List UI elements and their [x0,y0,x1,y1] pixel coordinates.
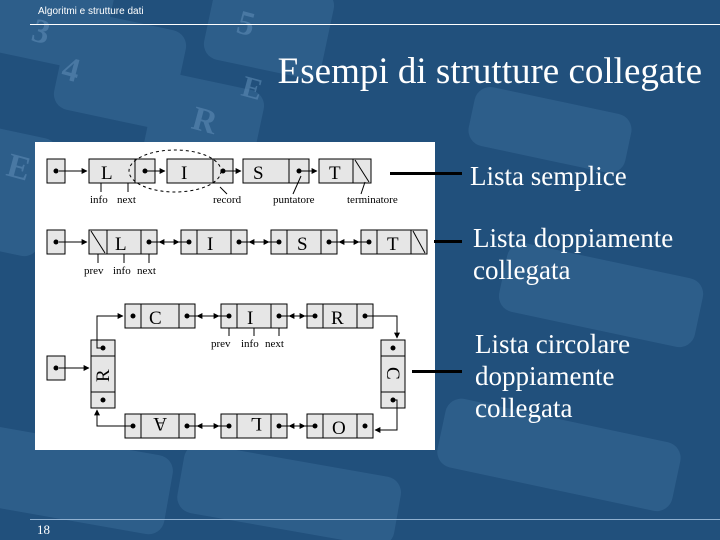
slide-title: Esempi di strutture collegate [277,51,702,92]
circular-node-letter: L [250,413,262,434]
circular-node: C [380,339,406,409]
circular-node: C [124,303,196,329]
doubly-node: I [180,229,248,255]
circular-node-letter: R [331,308,344,329]
label-circular-list: Lista circolare doppiamente collegata [475,328,630,424]
doubly-node-letter: L [115,234,127,255]
doubly-node: T [360,229,428,255]
label-line: Lista doppiamente [473,223,674,253]
doubly-node-letter: S [297,234,308,255]
label-line: Lista circolare [475,329,631,359]
linked-structures-diagram: L I S [35,142,435,450]
course-subject: Algoritmi e strutture dati [38,6,144,17]
label-line: doppiamente [475,361,615,391]
connector-simple [390,172,462,175]
circular-node: O [306,413,374,439]
circular-node: L [220,413,288,439]
page-number: 18 [37,522,50,537]
circular-node-letter: A [153,413,167,434]
diagram-canvas: L I S [46,149,428,439]
simple-node: I [166,158,234,184]
circular-node-letter: I [247,308,253,329]
caption-info: info [241,338,259,350]
caption-terminator: terminatore [347,194,398,206]
circular-node-letter: R [93,369,114,382]
label-line: collegata [475,393,573,423]
caption-info: info [90,194,108,206]
connector-doubly [434,240,462,243]
doubly-list: L I S [46,229,428,277]
circular-node: I [220,303,288,329]
connector-circular [412,370,462,373]
caption-record: record [213,194,242,206]
caption-prev: prev [84,265,104,277]
caption-next: next [137,265,156,277]
simple-node-letter: L [101,163,113,184]
simple-node: S [242,158,310,184]
circular-node-letter: C [382,367,403,380]
simple-node-letter: T [329,163,341,184]
caption-next: next [117,194,136,206]
circular-list: C I R [46,303,406,439]
header-divider [30,24,720,25]
footer-divider [30,519,720,520]
circular-node-letter: O [332,418,346,439]
label-line: collegata [473,255,571,285]
simple-node-letter: I [181,163,187,184]
simple-node: T [318,158,372,184]
caption-prev: prev [211,338,231,350]
doubly-node-letter: T [387,234,399,255]
simple-node: L [88,158,156,184]
simple-list: L I S [46,149,398,206]
label-line: Lista semplice [470,161,627,191]
caption-pointer: puntatore [273,194,315,206]
doubly-node: S [270,229,338,255]
circular-node: A [124,413,196,439]
circular-node: R [306,303,374,329]
label-doubly-list: Lista doppiamente collegata [473,222,673,286]
doubly-node: L [88,229,158,255]
caption-next: next [265,338,284,350]
circular-node: R [90,339,116,409]
simple-node-letter: S [253,163,264,184]
label-simple-list: Lista semplice [470,160,627,192]
caption-info: info [113,265,131,277]
doubly-node-letter: I [207,234,213,255]
circular-node-letter: C [149,308,162,329]
